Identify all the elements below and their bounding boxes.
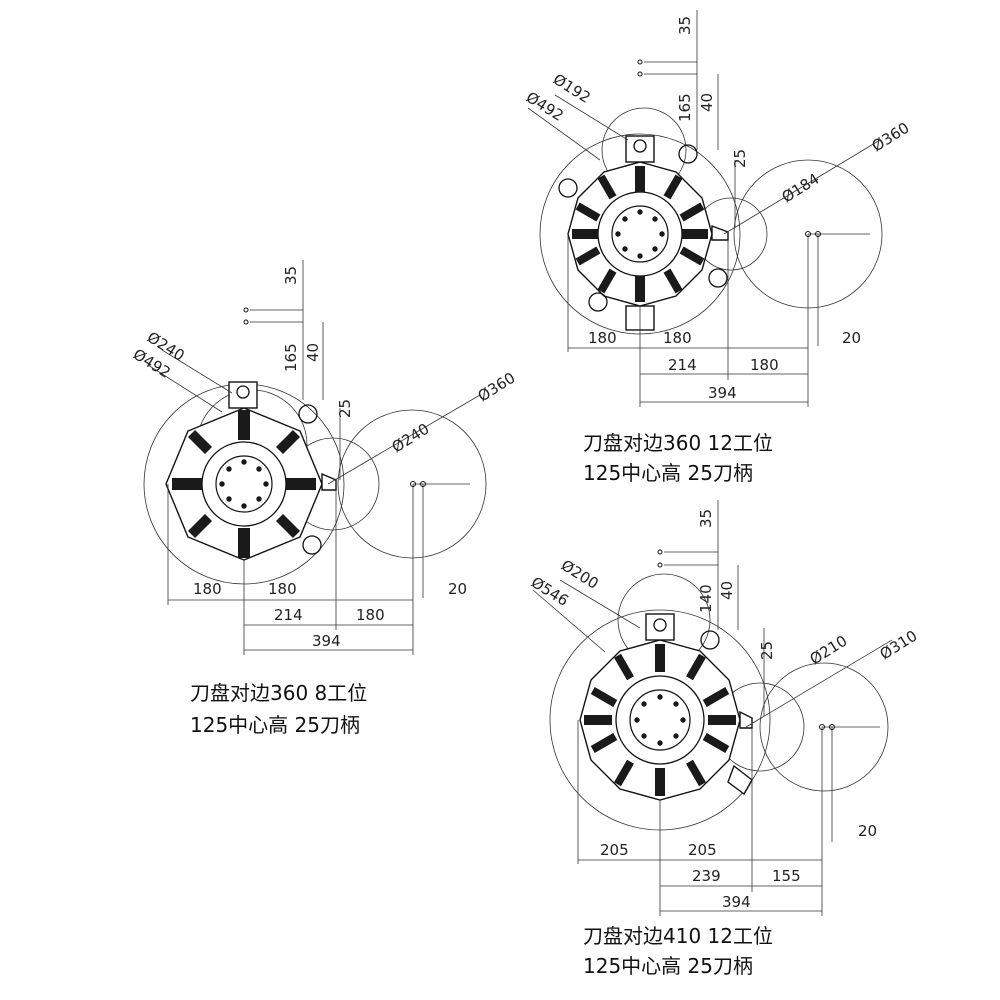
c-caption-line-1: 刀盘对边410 12工位	[583, 924, 773, 948]
b-dia-1: Ø192	[550, 70, 594, 107]
a-horiz-dim-5: 180	[356, 606, 385, 624]
b-dia-3: Ø360	[869, 119, 913, 156]
c-vert-dim-3: 40	[718, 581, 736, 600]
a-vert-dim-1: 35	[282, 266, 300, 285]
c-horiz-dim-2: 205	[688, 841, 717, 859]
c-dia-3: Ø310	[877, 627, 921, 664]
a-dia-4: Ø240	[389, 420, 433, 457]
c-horiz-dim-5: 155	[772, 867, 801, 885]
b-caption-line-2: 125中心高 25刀柄	[583, 461, 753, 485]
c-horiz-dim-1: 205	[600, 841, 629, 859]
a-horiz-dim-6: 394	[312, 632, 341, 650]
a-caption-line-1: 刀盘对边360 8工位	[190, 681, 367, 705]
b-horiz-dim-2: 180	[663, 329, 692, 347]
c-caption-line-2: 125中心高 25刀柄	[583, 954, 753, 978]
a-horiz-dim-3: 20	[448, 580, 467, 598]
b-horiz-dim-3: 20	[842, 329, 861, 347]
b-horiz-dim-1: 180	[588, 329, 617, 347]
b-dia-2: Ø492	[523, 88, 567, 125]
c-vert-dim-1: 35	[697, 509, 715, 528]
turret-body-a	[165, 381, 337, 561]
b-horiz-dim-6: 394	[708, 384, 737, 402]
b-horiz-dim-5: 180	[750, 356, 779, 374]
c-horiz-dim-4: 239	[692, 867, 721, 885]
b-caption-line-1: 刀盘对边360 12工位	[583, 431, 773, 455]
a-caption-line-2: 125中心高 25刀柄	[190, 713, 360, 737]
b-horiz-dim-4: 214	[668, 356, 697, 374]
a-horiz-dim-4: 214	[274, 606, 303, 624]
a-horiz-dim-2: 180	[268, 580, 297, 598]
c-horiz-dim-6: 394	[722, 893, 751, 911]
turret-body-b	[558, 135, 729, 331]
c-dia-1: Ø200	[558, 556, 602, 593]
b-vert-dim-3: 40	[698, 93, 716, 112]
b-dia-4: Ø184	[779, 170, 823, 207]
b-vert-dim-4: 25	[731, 149, 749, 168]
c-horiz-dim-3: 20	[858, 822, 877, 840]
b-vert-dim-2: 165	[676, 93, 694, 122]
turret-body-c	[579, 613, 753, 801]
turret-drawing-a	[143, 260, 487, 655]
a-dia-3: Ø360	[475, 369, 519, 406]
a-horiz-dim-1: 180	[193, 580, 222, 598]
a-vert-dim-4: 25	[336, 399, 354, 418]
c-vert-dim-2: 140	[697, 584, 715, 613]
turret-drawing-c	[532, 500, 893, 916]
a-vert-dim-3: 40	[304, 343, 322, 362]
b-vert-dim-1: 35	[676, 16, 694, 35]
turret-drawing-b	[527, 10, 883, 407]
a-vert-dim-2: 165	[282, 343, 300, 372]
c-vert-dim-4: 25	[758, 641, 776, 660]
